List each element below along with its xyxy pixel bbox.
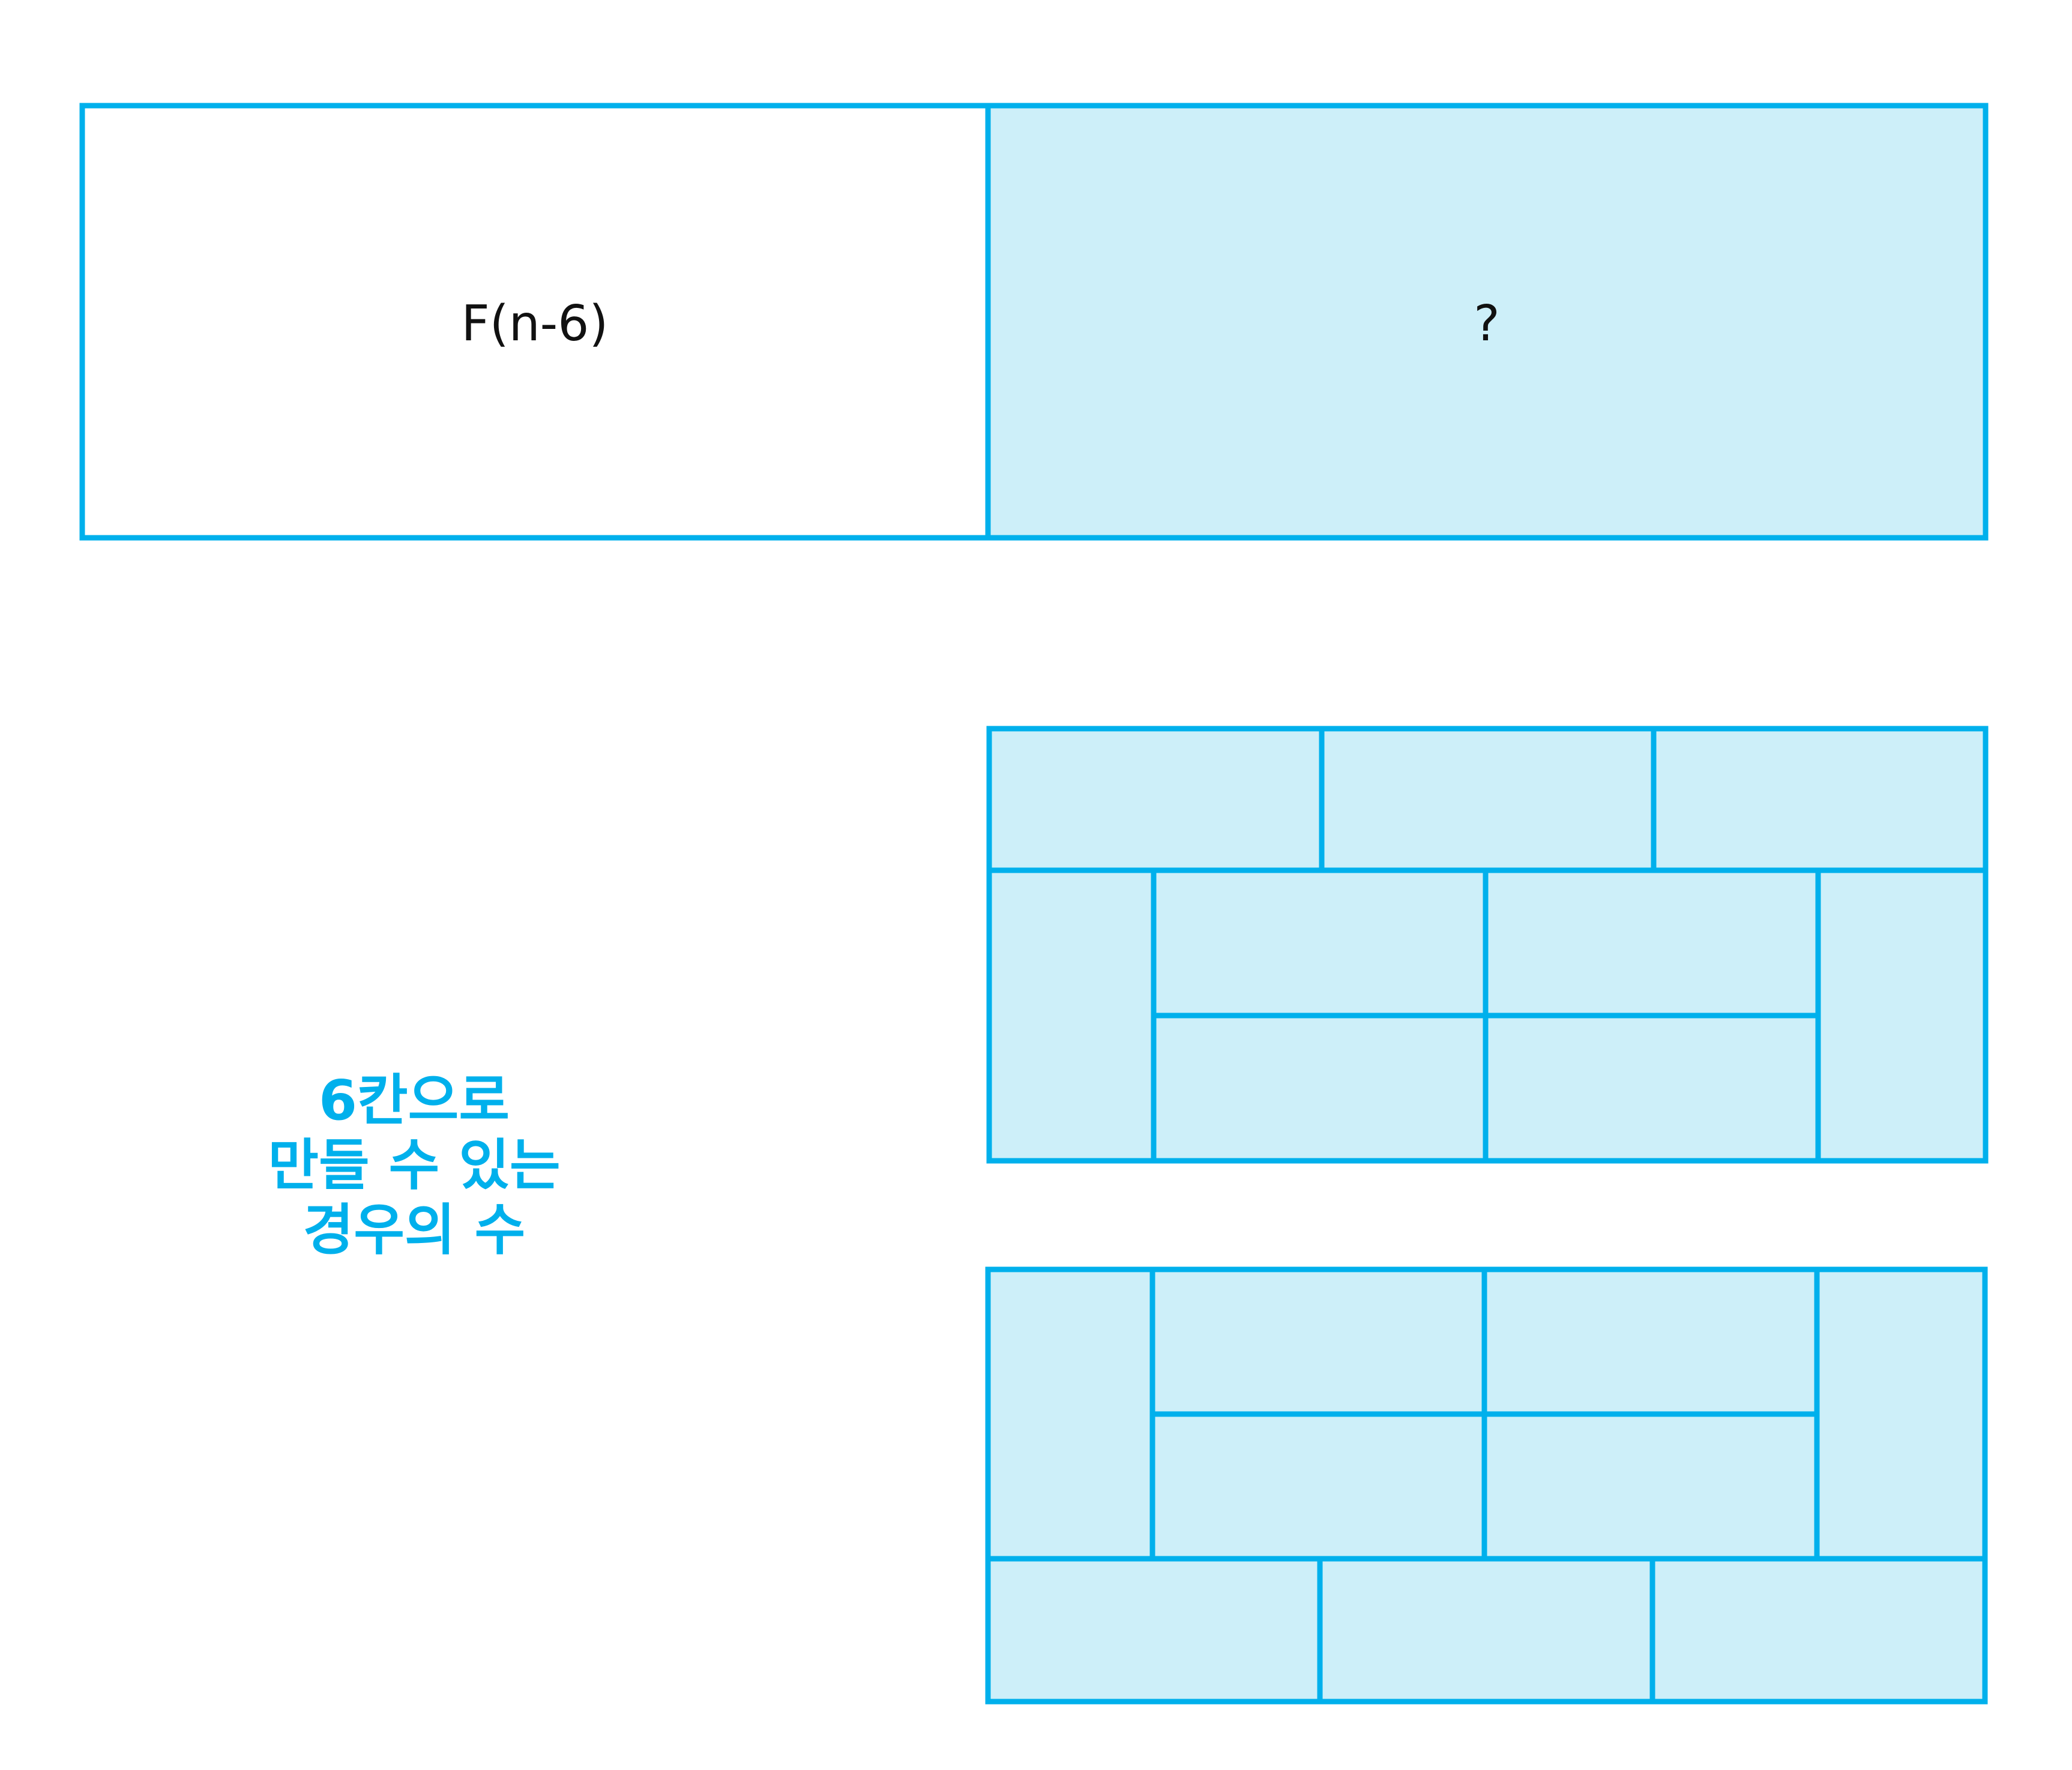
caption: 6칸으로 만들 수 있는 경우의 수 (156, 1068, 672, 1263)
six-column-region (988, 106, 1986, 538)
remaining-region-label: F(n-6) (462, 295, 609, 352)
caption-line: 만들 수 있는 (268, 1133, 561, 1197)
tiling-pattern-1 (986, 726, 1989, 1164)
top-bar: F(n-6) ? (79, 103, 1989, 541)
remaining-region (82, 106, 988, 538)
tiling-pattern-2 (985, 1266, 1988, 1705)
top-bar-outline (79, 103, 1989, 541)
caption-line: 6칸으로 (319, 1068, 510, 1133)
unknown-label: ? (1474, 295, 1500, 352)
caption-line: 경우의 수 (303, 1198, 526, 1262)
